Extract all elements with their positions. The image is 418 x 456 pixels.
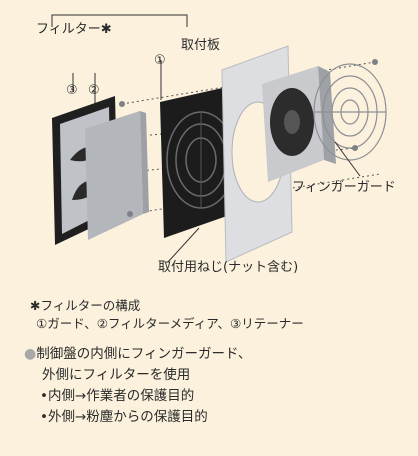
usage-bullet: ●: [24, 346, 37, 362]
usage-line-2: 外側にフィルターを使用: [42, 367, 191, 383]
finger-guard: [313, 63, 387, 161]
filter-media: [85, 111, 149, 240]
cooling-fan: [262, 66, 336, 182]
usage-point-outside: •外側→粉塵からの保護目的: [40, 409, 208, 425]
label-number-2: ②: [88, 83, 100, 98]
usage-description: ●制御盤の内側にフィンガーガード、 外側にフィルターを使用 •内側→作業者の保護…: [24, 344, 251, 428]
label-number-3: ③: [66, 83, 78, 98]
mounting-screws: [119, 59, 378, 217]
label-number-1: ①: [154, 53, 166, 68]
filter-star: ✱: [100, 22, 112, 37]
filter-bracket-line: [51, 14, 188, 27]
mount-screws-label: 取付用ねじ(ナット含む): [158, 260, 299, 275]
exploded-assembly-diagram: [51, 14, 387, 263]
note-components: ①ガード、②フィルターメディア、③リテーナー: [36, 316, 304, 331]
filter-composition-note: ✱フィルターの構成 ①ガード、②フィルターメディア、③リテーナー: [30, 297, 304, 333]
usage-point-inside: •内側→作業者の保護目的: [40, 388, 195, 404]
finger-guard-label: フィンガーガード: [292, 180, 396, 195]
usage-line-1: ●制御盤の内側にフィンガーガード、: [24, 346, 252, 362]
screws-leader: [167, 227, 200, 263]
note-title: ✱フィルターの構成: [30, 298, 141, 313]
note-star: ✱: [30, 298, 41, 313]
filter-label: フィルター✱: [36, 22, 112, 37]
finger-guard-leader: [334, 141, 361, 177]
mount-plate-label: 取付板: [181, 38, 221, 53]
